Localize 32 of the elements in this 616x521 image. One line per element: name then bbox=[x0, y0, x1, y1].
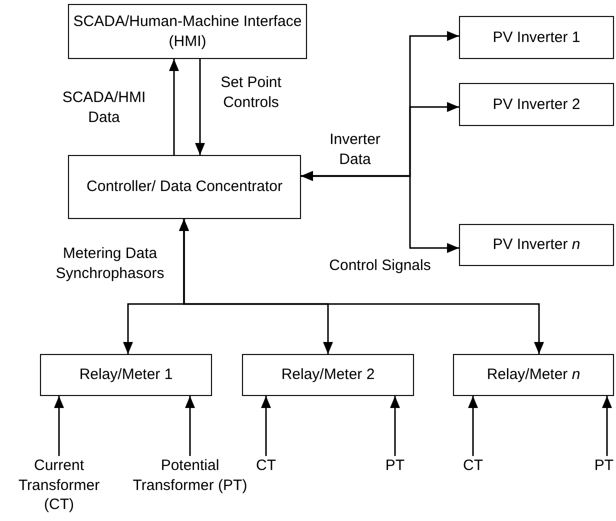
arrow bbox=[602, 396, 612, 456]
box-label: Relay/Meter 2 bbox=[281, 365, 375, 385]
process-box bbox=[40, 354, 212, 396]
box-label: Controller/ Data Concentrator bbox=[86, 177, 282, 197]
box-label: Relay/Meter n bbox=[486, 365, 580, 385]
arrow bbox=[195, 59, 205, 155]
signal-label: CT bbox=[256, 456, 276, 476]
process-box bbox=[459, 83, 614, 126]
arrow bbox=[179, 219, 544, 354]
signal-label: PT bbox=[385, 456, 405, 476]
box-label: Relay/Meter 1 bbox=[79, 365, 173, 385]
process-box bbox=[453, 354, 614, 396]
signal-label: Current Transformer (CT) bbox=[17, 456, 101, 514]
process-box bbox=[68, 155, 301, 219]
arrow bbox=[261, 396, 271, 456]
box-label: PV Inverter n bbox=[492, 235, 580, 255]
arrow bbox=[390, 396, 400, 456]
process-box bbox=[242, 354, 414, 396]
arrow bbox=[301, 171, 459, 253]
arrow bbox=[468, 396, 478, 456]
signal-label: PT bbox=[594, 456, 614, 476]
box-label: PV Inverter 1 bbox=[492, 28, 580, 48]
arrow bbox=[185, 396, 195, 456]
process-box bbox=[68, 4, 307, 59]
box-label: PV Inverter 2 bbox=[492, 94, 580, 114]
arrow bbox=[54, 396, 64, 456]
signal-label: CT bbox=[463, 456, 483, 476]
arrow bbox=[169, 59, 179, 155]
process-box bbox=[459, 224, 614, 266]
process-box bbox=[459, 16, 614, 59]
box-label: SCADA/Human-Machine Interface (HMI) bbox=[72, 12, 303, 51]
signal-label: Potential Transformer (PT) bbox=[132, 456, 248, 495]
